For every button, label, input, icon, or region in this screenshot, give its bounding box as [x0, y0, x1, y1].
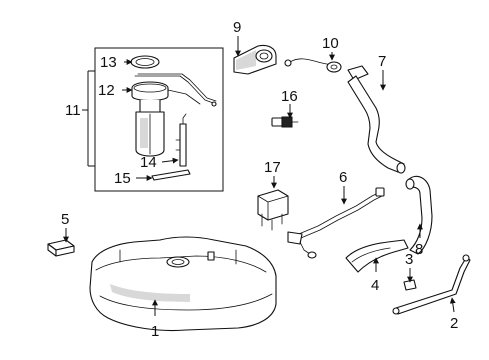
vent-hose-part: [405, 175, 433, 255]
callout-15: 15: [114, 170, 131, 187]
insulator-pad-part: [47, 239, 75, 257]
lock-ring-part: [130, 55, 160, 69]
callout-16: 16: [281, 88, 298, 105]
callout-1: 1: [151, 323, 159, 340]
callout-6: 6: [339, 169, 347, 186]
leader-2: [449, 297, 456, 313]
callout-17: 17: [264, 159, 281, 176]
vapor-line-part: [287, 187, 385, 259]
callout-9: 9: [233, 19, 241, 36]
callout-7: 7: [378, 53, 386, 70]
strainer-part: [151, 169, 191, 181]
fuel-level-sender-part: [175, 113, 187, 167]
callout-11: 11: [65, 102, 81, 119]
callout-labels: 1 2 3 4 5 6 7 8 9 10 11 12 13 14 15 16 1…: [61, 19, 458, 340]
callout-10: 10: [322, 35, 339, 52]
sensor-part: [271, 116, 299, 128]
callout-12: 12: [98, 82, 115, 99]
callout-14: 14: [140, 154, 157, 171]
access-cover-part: [233, 44, 277, 75]
wiring-harness-part: [284, 58, 342, 73]
relay-part: [257, 189, 289, 231]
tank-strap-part: [392, 254, 471, 315]
callout-13: 13: [100, 54, 117, 71]
filler-pipe-part: [347, 65, 406, 174]
callout-8: 8: [415, 241, 423, 258]
callout-4: 4: [371, 277, 379, 294]
leader-14: [161, 157, 179, 164]
fuel-pump-module-part: [131, 73, 217, 157]
heat-shield-part: [345, 239, 409, 273]
fuel-pump-group-frame: [94, 47, 224, 192]
callout-2: 2: [450, 315, 458, 332]
fuel-pump-module-group: [82, 47, 224, 192]
leader-lines: [63, 36, 456, 316]
fuel-tank-part: [89, 236, 277, 331]
callout-5: 5: [61, 211, 69, 228]
callout-3: 3: [405, 251, 413, 268]
